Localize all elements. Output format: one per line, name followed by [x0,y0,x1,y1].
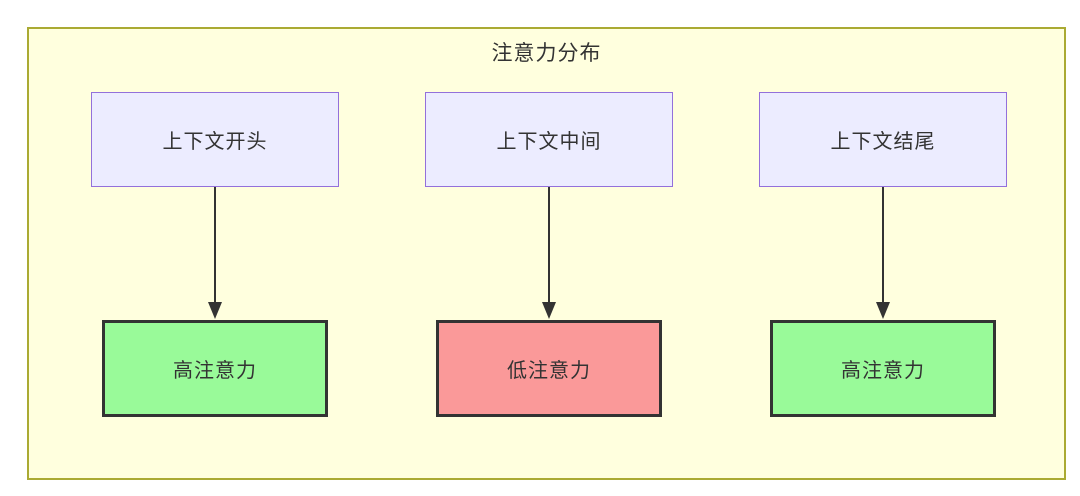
flow-column-begin: 上下文开头 高注意力 [85,92,345,417]
node-high-attention-1: 高注意力 [102,320,328,417]
arrow-down-icon [876,187,890,319]
arrow-down-icon [542,187,556,319]
node-low-attention: 低注意力 [436,320,662,417]
flow-column-end: 上下文结尾 高注意力 [753,92,1013,417]
flow-column-middle: 上下文中间 低注意力 [419,92,679,417]
node-context-middle: 上下文中间 [425,92,673,187]
diagram-title: 注意力分布 [491,42,602,65]
arrow-down-icon [208,187,222,319]
node-context-end: 上下文结尾 [759,92,1007,187]
node-context-beginning: 上下文开头 [91,92,339,187]
node-high-attention-2: 高注意力 [770,320,996,417]
diagram-canvas: 注意力分布 上下文开头 高注意力 上下文中间 低注意力 上下文结尾 [27,27,1066,480]
